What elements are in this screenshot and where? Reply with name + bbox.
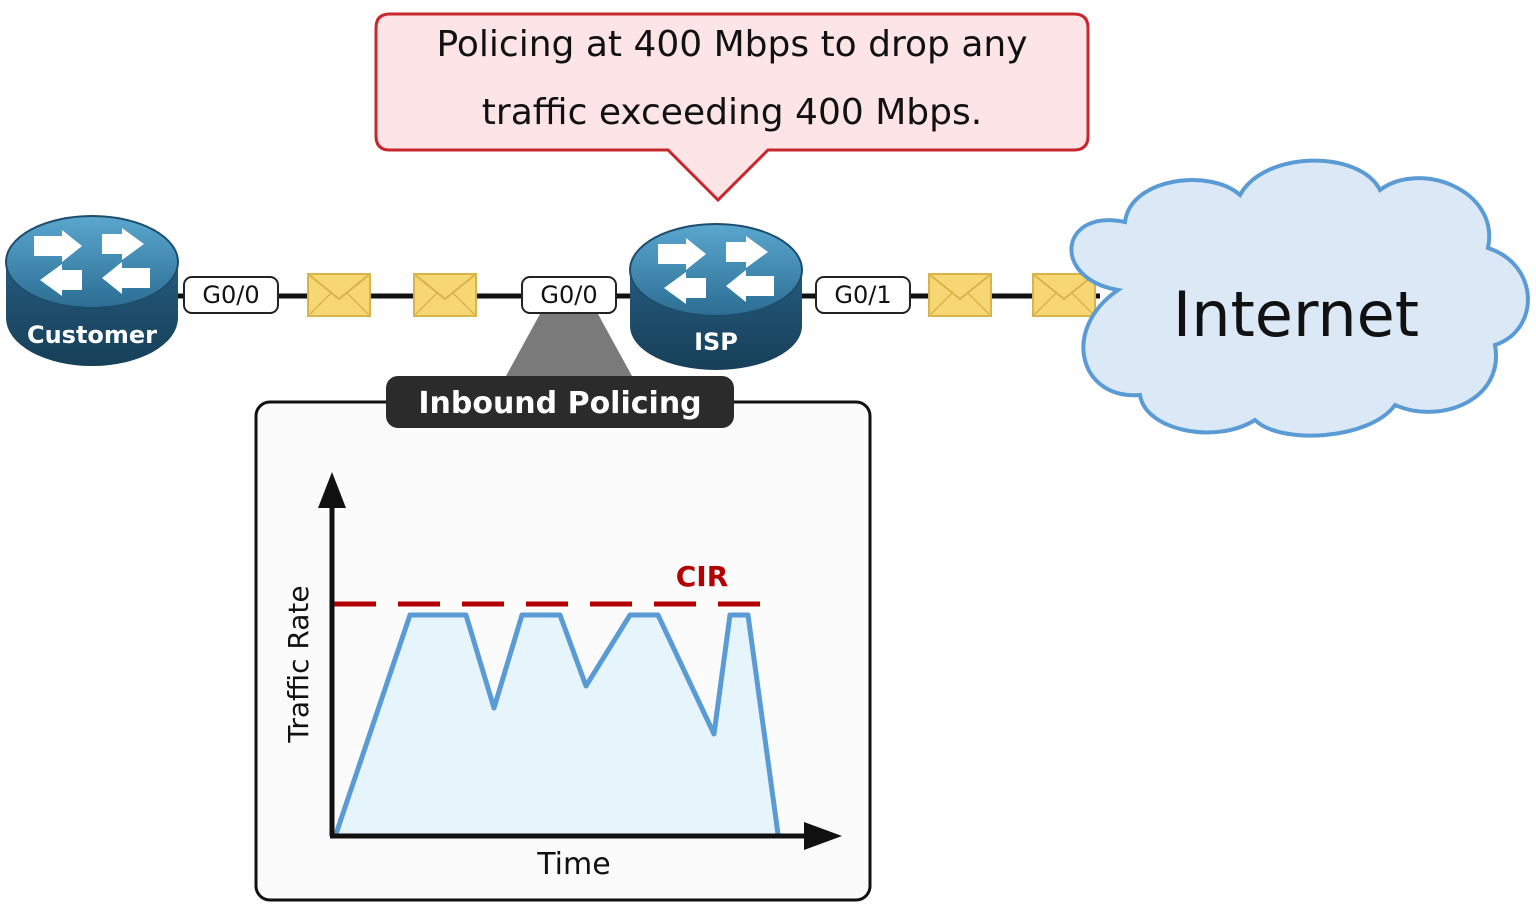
isp-router-label: ISP (694, 328, 738, 356)
panel-title-badge (386, 376, 734, 428)
interface-label-text: G0/0 (540, 281, 597, 309)
isp-router[interactable]: ISP (629, 223, 803, 370)
internet-cloud: Internet (1069, 158, 1530, 438)
interface-label-isp-g01: G0/1 (815, 276, 911, 314)
customer-router[interactable]: Customer (5, 215, 179, 366)
cir-label: CIR (676, 560, 729, 593)
policing-callout: Policing at 400 Mbps to drop any traffic… (374, 12, 1090, 203)
traffic-rate-series (333, 612, 781, 835)
policing-panel: Inbound Policing CIR Time Traffic Rate (254, 376, 872, 902)
packet-envelope-icon (928, 273, 992, 317)
panel-pointer (506, 314, 632, 376)
x-axis-arrow (804, 822, 842, 850)
panel-title: Inbound Policing (418, 386, 701, 421)
packet-envelope-icon (307, 273, 371, 317)
y-axis-label: Traffic Rate (282, 585, 315, 743)
interface-label-text: G0/1 (834, 281, 891, 309)
interface-label-isp-g00: G0/0 (521, 276, 617, 314)
customer-router-label: Customer (27, 321, 157, 349)
packet-envelope-icon (413, 273, 477, 317)
x-axis-label: Time (536, 847, 610, 882)
traffic-area-fill (336, 615, 778, 834)
interface-label-customer-g00: G0/0 (183, 276, 279, 314)
y-axis-arrow (318, 472, 346, 508)
internet-label: Internet (1173, 278, 1419, 351)
packet-envelope-icon (1032, 273, 1096, 317)
traffic-chart: CIR Time Traffic Rate (282, 472, 842, 882)
callout-line-1: Policing at 400 Mbps to drop any (436, 24, 1027, 65)
callout-line-2: traffic exceeding 400 Mbps. (482, 92, 982, 133)
interface-label-text: G0/0 (202, 281, 259, 309)
